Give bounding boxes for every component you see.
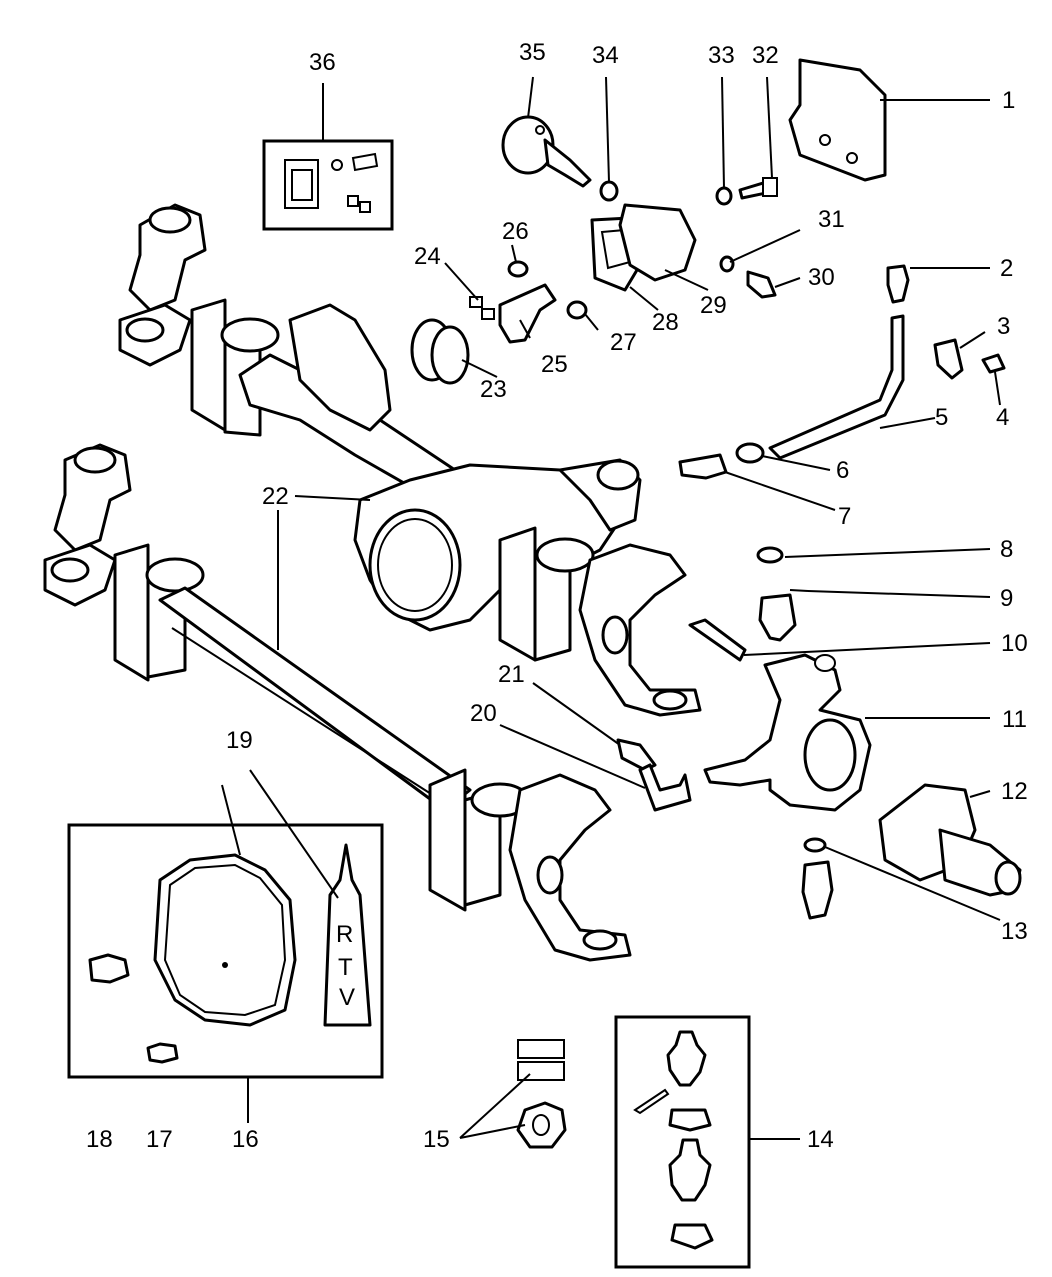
rtv-letter-v: V	[339, 984, 355, 1011]
callout-7: 7	[838, 503, 851, 530]
callout-31: 31	[818, 206, 845, 233]
callout-23: 23	[480, 376, 507, 403]
gasket-kit-parts	[284, 152, 379, 213]
o-ring-31	[719, 255, 735, 273]
callout-5: 5	[935, 404, 948, 431]
lower-ball-joint	[801, 860, 834, 920]
callout-33: 33	[708, 42, 735, 69]
callout-17: 17	[146, 1126, 173, 1153]
callout-18: 18	[86, 1126, 113, 1153]
callout-2: 2	[1000, 255, 1013, 282]
bolt-10	[688, 618, 747, 662]
ball-joint-kit-parts	[633, 1030, 714, 1250]
shift-housing	[618, 203, 697, 282]
nut-26	[507, 260, 529, 278]
upper-ball-joint	[758, 593, 797, 642]
callout-6: 6	[836, 457, 849, 484]
callout-27: 27	[610, 329, 637, 356]
gasket-kit-box	[262, 139, 394, 231]
callout-8: 8	[1000, 536, 1013, 563]
skid-bracket	[788, 58, 887, 182]
callout-15: 15	[423, 1126, 450, 1153]
lower-axle-tube	[43, 443, 632, 962]
bolts-15	[516, 1039, 567, 1149]
cover-kit-box	[67, 823, 384, 1079]
callout-4: 4	[996, 404, 1009, 431]
callout-14: 14	[807, 1126, 834, 1153]
callout-3: 3	[997, 313, 1010, 340]
callout-30: 30	[808, 264, 835, 291]
callout-9: 9	[1000, 585, 1013, 612]
fill-plug	[88, 953, 130, 984]
washer-33	[715, 186, 733, 206]
callout-12: 12	[1001, 778, 1028, 805]
callout-35: 35	[519, 39, 546, 66]
leader-lines	[221, 76, 1001, 1140]
upper-right-knuckle	[498, 526, 702, 717]
callout-numbers: 1 2 3 4 5 6 7 8 9 10 11 12 13 14 15 16 1…	[86, 39, 1028, 1153]
callout-1: 1	[1002, 87, 1015, 114]
nut-27	[566, 300, 588, 320]
upper-axle-housing	[118, 203, 457, 497]
shift-fork	[498, 283, 557, 344]
screw-4	[981, 353, 1006, 374]
callout-13: 13	[1001, 918, 1028, 945]
vent-fitting	[678, 453, 728, 480]
callout-22: 22	[262, 483, 289, 510]
differential-cover	[153, 853, 297, 1027]
vent-cap	[886, 264, 910, 304]
washer-34	[599, 180, 619, 202]
nut-8	[756, 546, 784, 564]
cover-bolt	[146, 1042, 179, 1064]
spindle	[878, 783, 1022, 897]
nut-13	[803, 837, 827, 853]
callout-29: 29	[700, 292, 727, 319]
callout-36: 36	[309, 49, 336, 76]
callout-21: 21	[498, 661, 525, 688]
callout-24: 24	[414, 243, 441, 270]
vent-hose	[768, 314, 905, 460]
hose-clip	[933, 338, 964, 380]
ball-joint-kit-box	[614, 1015, 751, 1269]
callout-10: 10	[1001, 630, 1028, 657]
callout-32: 32	[752, 42, 779, 69]
differential-housing	[353, 458, 642, 632]
vacuum-motor	[501, 115, 592, 188]
hose-clamp	[735, 442, 765, 464]
callout-16: 16	[232, 1126, 259, 1153]
callout-25: 25	[541, 351, 568, 378]
callout-19: 19	[226, 727, 253, 754]
rtv-letter-r: R	[336, 921, 353, 948]
callout-26: 26	[502, 218, 529, 245]
callout-28: 28	[652, 309, 679, 336]
shift-sleeve	[410, 318, 470, 385]
rtv-letter-t: T	[338, 954, 353, 981]
callout-11: 11	[1002, 706, 1027, 733]
bracket-20	[638, 763, 692, 812]
callout-20: 20	[470, 700, 497, 727]
indicator-switch	[746, 270, 777, 299]
callout-34: 34	[592, 42, 619, 69]
rtv-tube: R T V	[323, 843, 372, 1027]
